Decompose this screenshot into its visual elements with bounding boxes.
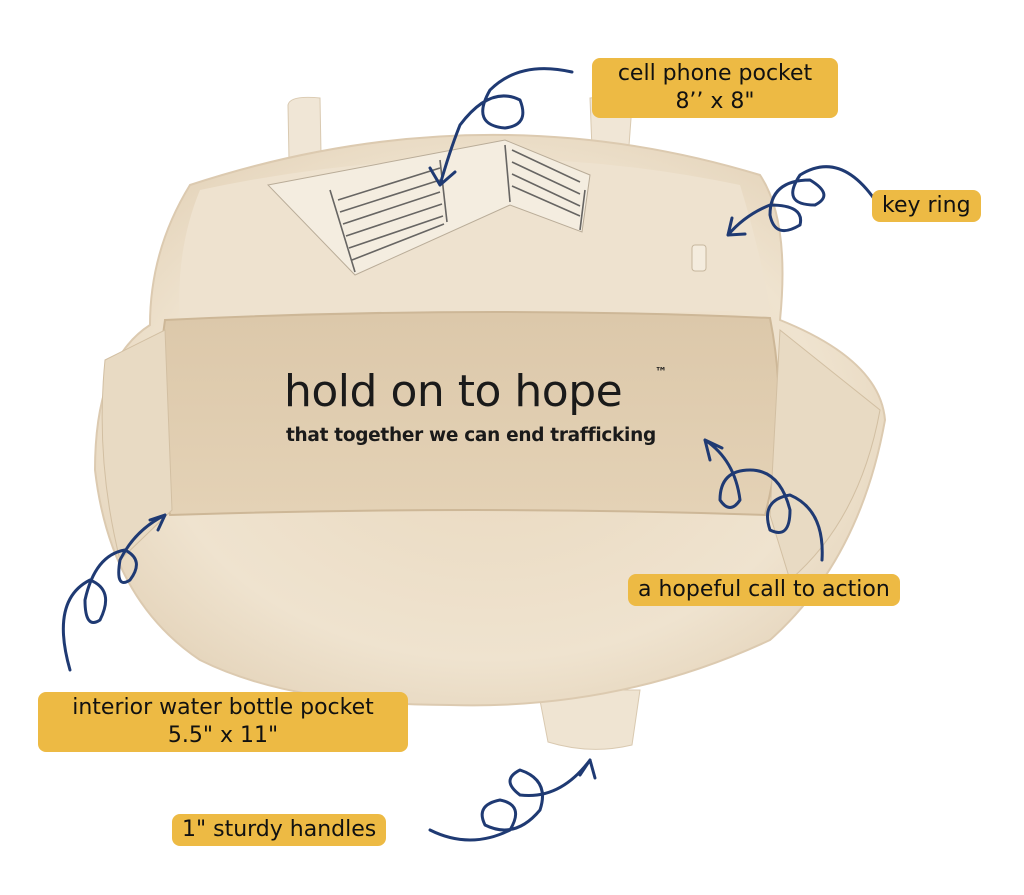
phone-pocket-tag [266, 139, 591, 276]
key-ring-loop [691, 244, 707, 272]
handle-bottom [537, 689, 641, 750]
callout-handles: 1" sturdy handles [172, 814, 387, 846]
callout-line1: key ring [882, 193, 971, 218]
arrow-key-ring [726, 165, 877, 237]
arrow-cell-phone [428, 67, 574, 187]
callout-line2: 5.5" x 11" [167, 723, 279, 748]
callout-key-ring: key ring [872, 190, 981, 222]
callout-line1: interior water bottle pocket [72, 695, 374, 720]
arrow-handles [428, 758, 597, 842]
callout-cell-phone-pocket: cell phone pocket 8’’ x 8" [592, 58, 838, 118]
arrow-water-bottle [61, 513, 167, 672]
callout-water-bottle-pocket: interior water bottle pocket 5.5" x 11" [38, 692, 408, 752]
callout-line2: 8’’ x 8" [675, 89, 755, 114]
bag-print-tagline: that together we can end trafficking [286, 425, 656, 446]
arrow-call-to-action [703, 438, 824, 562]
bag-print-trademark: ™ [655, 365, 667, 379]
callout-line1: a hopeful call to action [638, 577, 890, 602]
callout-call-to-action: a hopeful call to action [628, 574, 900, 606]
bag-print-headline: hold on to hope [284, 366, 623, 417]
callout-line1: cell phone pocket [617, 61, 813, 86]
callout-line1: 1" sturdy handles [182, 817, 377, 842]
